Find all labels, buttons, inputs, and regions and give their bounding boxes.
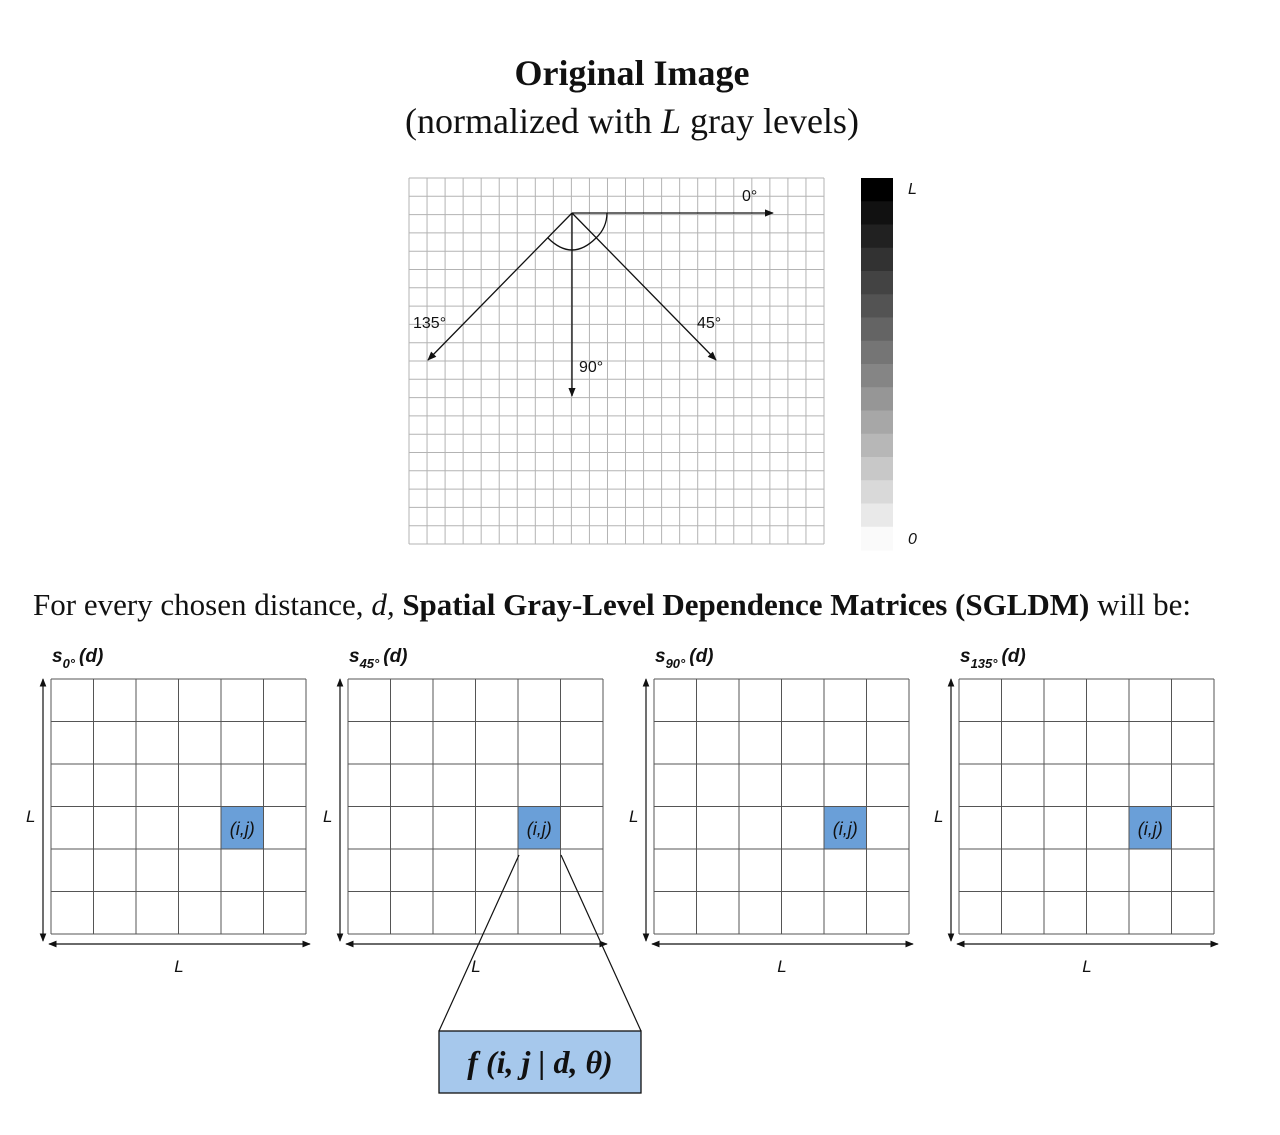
direction-arrows	[427, 209, 774, 397]
matrix-subscript: 90°	[666, 656, 686, 671]
subtitle-var: L	[660, 101, 681, 141]
colorbar-swatch	[861, 410, 893, 435]
figure-subtitle: (normalized with L gray levels)	[0, 100, 1264, 143]
sgldm-matrix-0deg: (i,j) L Ls0°(d)	[26, 646, 311, 976]
angle-label-135: 135°	[413, 315, 446, 332]
angle-label-0: 0°	[742, 188, 757, 205]
formula-text: f (i, j | d, θ)	[467, 1044, 612, 1080]
colorbar-swatch	[861, 457, 893, 481]
highlight-cell	[824, 806, 867, 849]
colorbar-swatch	[861, 271, 893, 295]
matrix-symbol: s	[960, 646, 971, 667]
cell-label: (i,j)	[1138, 819, 1163, 839]
matrix-arg: (d)	[1001, 646, 1025, 667]
matrix-subscript: 45°	[359, 656, 380, 671]
colorbar-swatch	[861, 340, 893, 365]
bottom-label: L	[174, 957, 183, 976]
caption: For every chosen distance, d, Spatial Gr…	[33, 586, 1191, 623]
colorbar-swatch	[861, 433, 893, 458]
colorbar-swatch	[861, 247, 893, 272]
side-label: L	[26, 807, 35, 826]
highlight-cell	[221, 806, 264, 849]
zoom-lines	[438, 854, 642, 1032]
colorbar-swatch	[861, 387, 893, 412]
colorbar-swatch	[861, 364, 893, 388]
side-label: L	[629, 807, 638, 826]
matrix-arg: (d)	[79, 646, 103, 667]
angle-arc-0-45	[595, 212, 608, 239]
side-label: L	[323, 807, 332, 826]
matrix-arg: (d)	[689, 646, 713, 667]
subtitle-prefix: (normalized with	[405, 101, 661, 141]
bottom-label: L	[1082, 957, 1091, 976]
highlight-cell	[1129, 806, 1172, 849]
original-image-grid	[408, 177, 825, 545]
zoom-line-left	[438, 854, 520, 1032]
gray-level-colorbar	[861, 178, 893, 551]
caption-prefix: For every chosen distance,	[33, 587, 372, 622]
caption-bold: Spatial Gray-Level Dependence Matrices (…	[402, 587, 1090, 622]
formula-box	[438, 1030, 642, 1094]
matrix-subscript: 135°	[971, 656, 999, 671]
zoom-line-right	[560, 854, 642, 1032]
figure-title: Original Image	[514, 53, 750, 93]
colorbar-swatch	[861, 201, 893, 226]
colorbar-bottom-label: 0	[908, 531, 917, 548]
matrix-title: s0°(d)	[52, 646, 103, 671]
subtitle-suffix: gray levels)	[681, 101, 859, 141]
caption-suffix: will be:	[1089, 587, 1191, 622]
angle-arc-45-135	[547, 237, 597, 251]
matrix-symbol: s	[655, 646, 666, 667]
colorbar-swatch	[861, 503, 893, 528]
cell-label: (i,j)	[833, 819, 858, 839]
cell-label: (i,j)	[527, 819, 552, 839]
angle-label-45: 45°	[697, 315, 721, 332]
matrix-title: s45°(d)	[349, 646, 408, 671]
matrix-arg: (d)	[383, 646, 407, 667]
colorbar-swatch	[861, 178, 893, 202]
matrix-symbol: s	[349, 646, 360, 667]
side-label: L	[934, 807, 943, 826]
highlight-cell	[518, 806, 561, 849]
colorbar-swatch	[861, 224, 893, 249]
caption-distance-var: d,	[371, 587, 395, 622]
colorbar-swatch	[861, 317, 893, 342]
arrow-135deg	[427, 212, 573, 361]
colorbar-top-label: L	[908, 181, 917, 198]
colorbar-swatch	[861, 480, 893, 505]
matrix-title: s135°(d)	[960, 646, 1026, 671]
colorbar-swatch	[861, 526, 893, 551]
matrix-subscript: 0°	[63, 656, 76, 671]
cell-label: (i,j)	[230, 819, 255, 839]
angle-label-90: 90°	[579, 359, 603, 376]
bottom-label: L	[471, 957, 480, 976]
sgldm-matrices: (i,j)LLs0°(d)(i,j)LLs45°(d)(i,j)LLs90°(d…	[26, 646, 1219, 976]
matrix-title: s90°(d)	[655, 646, 714, 671]
bottom-label: L	[777, 957, 786, 976]
matrix-symbol: s	[52, 646, 63, 667]
colorbar-swatch	[861, 294, 893, 319]
